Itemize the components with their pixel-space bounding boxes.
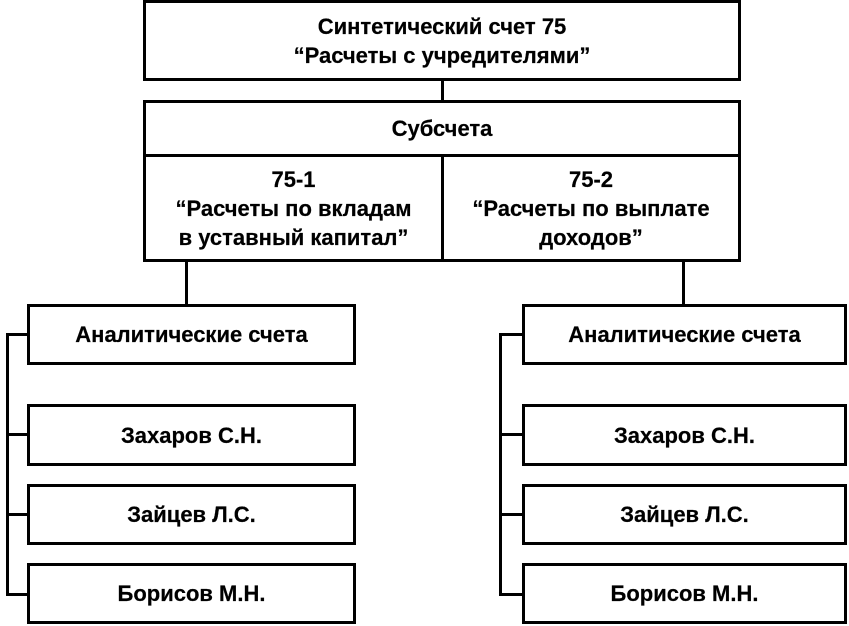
subaccount-75-2-name: “Расчеты по выплате доходов”: [472, 195, 710, 250]
right-bracket-tick-1: [499, 433, 523, 436]
synthetic-account-box: Синтетический счет 75 “Расчеты с учредит…: [143, 0, 741, 81]
subaccounts-header-box: Субсчета: [143, 100, 741, 157]
left-bracket-tick-1: [6, 433, 28, 436]
connector-75-1-analytic: [185, 261, 188, 306]
connector-75-2-analytic: [682, 261, 685, 306]
right-bracket-tick-3: [499, 593, 523, 596]
subaccount-75-2-code: 75-2: [568, 166, 614, 192]
analytic-right-item-3-label: Борисов М.Н.: [610, 581, 759, 606]
analytic-right-item-2: Зайцев Л.С.: [522, 484, 847, 545]
analytic-right-item-2-label: Зайцев Л.С.: [620, 502, 749, 527]
analytic-right-item-1: Захаров С.Н.: [522, 404, 847, 466]
analytic-left-item-1: Захаров С.Н.: [27, 404, 356, 466]
right-bracket-tick-2: [499, 513, 523, 516]
synthetic-account-title: Синтетический счет 75: [317, 13, 567, 39]
left-bracket-tick-2: [6, 513, 28, 516]
analytic-right-header-box: Аналитические счета: [522, 304, 847, 365]
left-bracket-vertical: [6, 333, 9, 596]
analytic-right-header: Аналитические счета: [568, 322, 801, 347]
analytic-left-item-3: Борисов М.Н.: [27, 563, 356, 624]
subaccount-75-2-box: 75-2 “Расчеты по выплате доходов”: [441, 154, 741, 262]
synthetic-account-name: “Расчеты с учредителями”: [293, 42, 591, 68]
analytic-left-header-box: Аналитические счета: [27, 304, 356, 365]
subaccounts-header: Субсчета: [391, 116, 493, 141]
left-bracket-tick-header: [6, 333, 28, 336]
right-bracket-vertical: [499, 333, 502, 596]
analytic-left-item-1-label: Захаров С.Н.: [120, 422, 262, 448]
analytic-left-header: Аналитические счета: [75, 322, 308, 347]
analytic-left-item-2-label: Зайцев Л.С.: [127, 502, 256, 527]
connector-synthetic-subaccounts: [441, 80, 444, 102]
subaccount-75-1-code: 75-1: [271, 166, 316, 192]
right-bracket-tick-header: [499, 333, 523, 336]
subaccount-75-1-name: “Расчеты по вкладам в уставный капитал”: [175, 195, 412, 250]
analytic-left-item-3-label: Борисов М.Н.: [117, 581, 266, 606]
analytic-right-item-3: Борисов М.Н.: [522, 563, 847, 624]
left-bracket-tick-3: [6, 593, 28, 596]
analytic-left-item-2: Зайцев Л.С.: [27, 484, 356, 545]
subaccount-75-1-box: 75-1 “Расчеты по вкладам в уставный капи…: [143, 154, 444, 262]
analytic-right-item-1-label: Захаров С.Н.: [613, 422, 755, 448]
